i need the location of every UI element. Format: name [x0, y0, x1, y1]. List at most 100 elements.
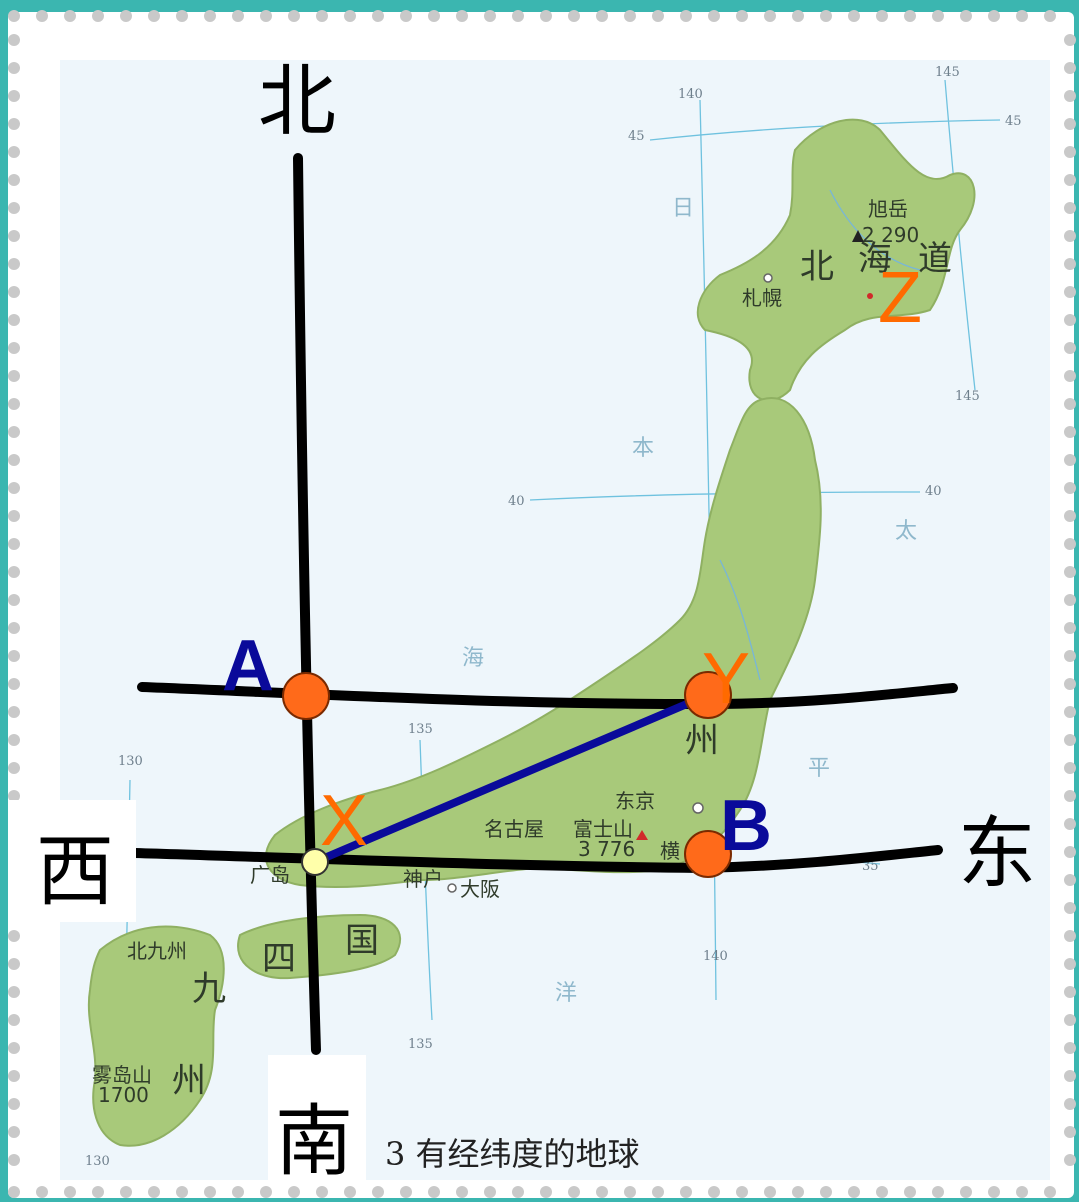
river [829, 189, 921, 271]
parallel-45 [649, 119, 1001, 141]
border-dot [344, 1186, 356, 1198]
border-dot [8, 986, 20, 998]
lat-tick-45: 45 [1005, 114, 1022, 129]
border-dot [8, 202, 20, 214]
mountain-icon [636, 830, 648, 840]
border-dot [736, 1186, 748, 1198]
border-dot [120, 10, 132, 22]
region-labels: 北 海 道 州 四 国 九 州 [172, 239, 952, 1101]
border-dot [876, 10, 888, 22]
border-dot [456, 1186, 468, 1198]
border-dot [8, 258, 20, 270]
border-dot [1064, 510, 1076, 522]
point-y-marker [684, 671, 732, 719]
lon-tick-145: 145 [955, 389, 980, 404]
border-dot [1064, 342, 1076, 354]
figure-caption: 3 有经纬度的地球 [385, 1135, 640, 1173]
border-dot [1064, 650, 1076, 662]
border-dot [736, 10, 748, 22]
direction-south: 南 [275, 1097, 353, 1187]
border-dot [8, 1186, 20, 1198]
place-label-kirishima: 雾岛山 [92, 1063, 152, 1087]
border-dot [428, 1186, 440, 1198]
border-dot [1064, 874, 1076, 886]
lon-tick-130: 130 [85, 1154, 110, 1169]
dotted-border [8, 10, 1076, 1198]
sea-label: 平 [808, 756, 830, 781]
border-dot [316, 1186, 328, 1198]
border-dot [1064, 846, 1076, 858]
point-x-label: X [320, 781, 368, 861]
border-dot [8, 594, 20, 606]
place-label-asahidake: 旭岳 [868, 197, 908, 221]
border-dot [568, 10, 580, 22]
region-label: 九 [192, 969, 226, 1009]
border-dot [1064, 1070, 1076, 1082]
border-dot [680, 1186, 692, 1198]
sea-label: 日 [672, 196, 694, 221]
border-dot [708, 1186, 720, 1198]
border-dot [8, 734, 20, 746]
border-dot [960, 10, 972, 22]
border-dot [792, 1186, 804, 1198]
border-dot [8, 1042, 20, 1054]
border-dot [8, 230, 20, 242]
border-dot [1064, 398, 1076, 410]
direction-north: 北 [258, 57, 336, 147]
border-dot [1064, 902, 1076, 914]
border-dot [8, 10, 20, 22]
border-dot [8, 342, 20, 354]
border-dot [8, 1070, 20, 1082]
mountain-icon [852, 230, 864, 242]
lon-tick-130: 130 [118, 754, 143, 769]
direction-west: 西 [36, 827, 114, 917]
border-dot [1064, 118, 1076, 130]
sea-labels: 日 本 海 太 平 洋 [462, 196, 917, 1006]
border-dot [8, 1126, 20, 1138]
border-dot [8, 958, 20, 970]
point-b-label: B [720, 786, 772, 866]
border-dot [932, 1186, 944, 1198]
border-dot [120, 1186, 132, 1198]
border-dot [596, 10, 608, 22]
border-dot [8, 286, 20, 298]
border-dot [1064, 62, 1076, 74]
border-dot [8, 566, 20, 578]
border-dot [820, 10, 832, 22]
city-marker [447, 883, 457, 893]
border-dot [36, 1186, 48, 1198]
capital-marker [692, 802, 704, 814]
border-dot [8, 34, 20, 46]
border-dot [344, 10, 356, 22]
border-dot [652, 1186, 664, 1198]
border-dot [204, 10, 216, 22]
border-dot [596, 1186, 608, 1198]
border-dot [372, 1186, 384, 1198]
region-label: 州 [685, 721, 719, 761]
border-dot [428, 10, 440, 22]
border-dot [92, 1186, 104, 1198]
border-dot [624, 1186, 636, 1198]
border-dot [1064, 986, 1076, 998]
border-dot [1064, 454, 1076, 466]
place-labels: 札幌 旭岳 2 290 东京 横 名古屋 富士山 3 776 神户 大阪 广岛 … [92, 197, 919, 1107]
sea-label: 太 [895, 519, 917, 544]
place-height: 3 776 [578, 837, 635, 861]
border-dot [988, 10, 1000, 22]
border-dot [1064, 314, 1076, 326]
border-dot [8, 1154, 20, 1166]
border-dot [1064, 370, 1076, 382]
border-dot [64, 1186, 76, 1198]
point-z-label: Z [878, 258, 922, 338]
point-y-label: Y [702, 639, 750, 719]
honshu [264, 397, 822, 889]
border-dot [904, 10, 916, 22]
border-dot [176, 10, 188, 22]
border-dot [8, 790, 20, 802]
hokkaido [696, 118, 976, 402]
border-dot [1064, 818, 1076, 830]
region-label: 海 [858, 239, 892, 279]
border-dot [1064, 286, 1076, 298]
lat-tick-35: 35 [862, 859, 879, 874]
